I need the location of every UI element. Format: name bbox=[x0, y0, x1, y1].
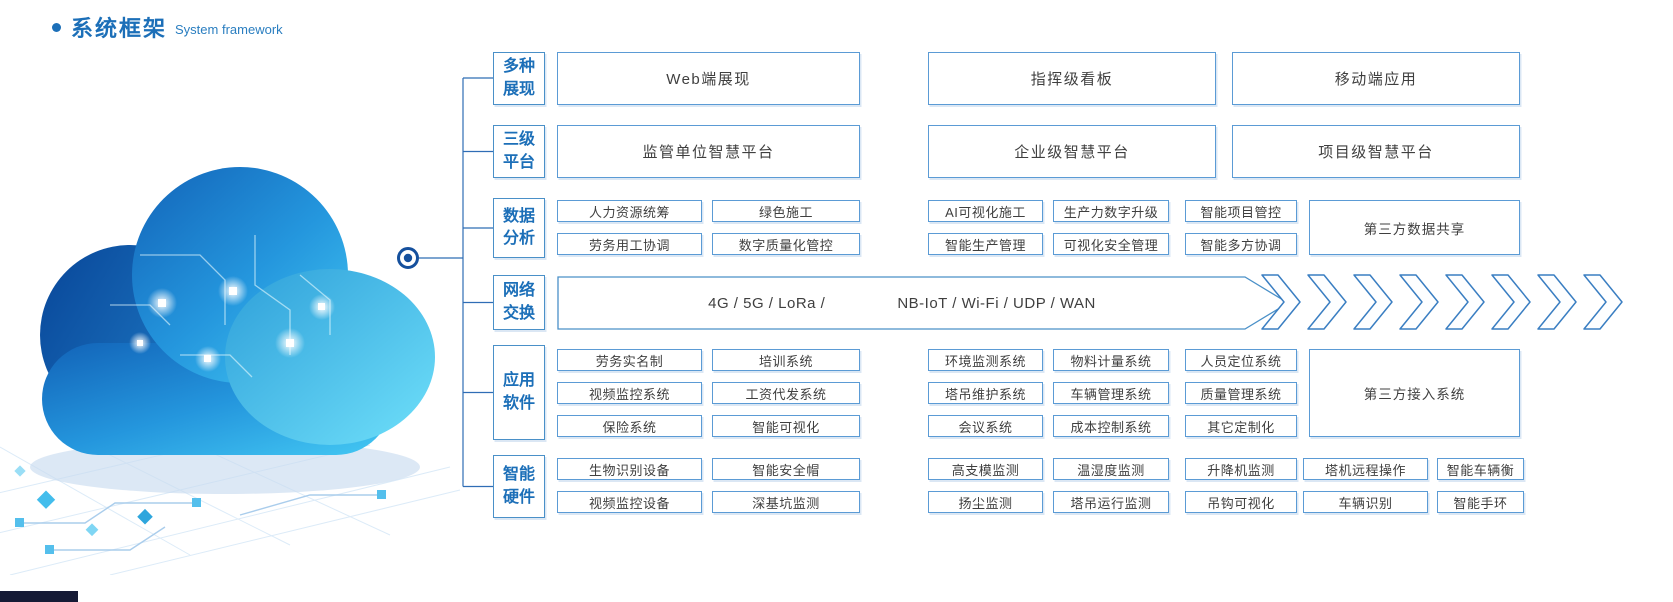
category-label: 软件 bbox=[502, 394, 535, 412]
third-party-data-box: 第三方数据共享 bbox=[1309, 200, 1520, 255]
analysis-box: 生产力数字升级 bbox=[1053, 200, 1169, 222]
network-bar-labels: 4G / 5G / LoRa / NB-IoT / Wi-Fi / UDP / … bbox=[557, 277, 1247, 329]
display-box-web: Web端展现 bbox=[557, 52, 860, 105]
third-party-access-box: 第三方接入系统 bbox=[1309, 349, 1520, 437]
cloud-circuits bbox=[110, 235, 331, 378]
category-label: 展现 bbox=[502, 80, 535, 98]
circuit-nodes bbox=[15, 490, 386, 554]
category-display: 多种 展现 bbox=[493, 52, 545, 105]
cloud-body bbox=[40, 167, 435, 455]
display-box-mobile: 移动端应用 bbox=[1232, 52, 1520, 105]
software-box: 劳务实名制 bbox=[557, 349, 702, 371]
category-software: 应用 软件 bbox=[493, 345, 545, 440]
category-label: 三级 bbox=[502, 131, 535, 149]
category-data-analysis: 数据 分析 bbox=[493, 198, 545, 258]
software-box: 其它定制化 bbox=[1185, 415, 1297, 437]
platform-box-enterprise: 企业级智慧平台 bbox=[928, 125, 1216, 178]
hardware-box: 高支模监测 bbox=[928, 458, 1043, 480]
category-label: 应用 bbox=[502, 372, 535, 390]
category-label: 平台 bbox=[502, 153, 535, 171]
software-box: 视频监控系统 bbox=[557, 382, 702, 404]
platform-box-regulator: 监管单位智慧平台 bbox=[557, 125, 860, 178]
cloud-illustration bbox=[0, 167, 461, 575]
software-box: 会议系统 bbox=[928, 415, 1043, 437]
category-label: 智能 bbox=[502, 466, 535, 484]
software-box: 成本控制系统 bbox=[1053, 415, 1169, 437]
software-box: 智能可视化 bbox=[712, 415, 860, 437]
display-box-dashboard: 指挥级看板 bbox=[928, 52, 1216, 105]
page-title-en: System framework bbox=[175, 21, 283, 37]
bullet-icon bbox=[52, 22, 61, 32]
analysis-box: 智能项目管控 bbox=[1185, 200, 1297, 222]
category-label: 多种 bbox=[502, 58, 535, 76]
hardware-box: 智能车辆衡 bbox=[1437, 458, 1524, 480]
page-title-zh: 系统框架 bbox=[71, 16, 168, 41]
page-title: 系统框架 System framework bbox=[52, 11, 283, 43]
software-box: 质量管理系统 bbox=[1185, 382, 1297, 404]
platform-box-project: 项目级智慧平台 bbox=[1232, 125, 1520, 178]
cloud-glow-nodes bbox=[129, 276, 335, 372]
hardware-box: 视频监控设备 bbox=[557, 491, 702, 513]
analysis-box: 绿色施工 bbox=[712, 200, 860, 222]
hub-node-icon bbox=[397, 247, 419, 269]
software-box: 车辆管理系统 bbox=[1053, 382, 1169, 404]
analysis-box: 人力资源统筹 bbox=[557, 200, 702, 222]
analysis-box: 智能多方协调 bbox=[1185, 233, 1297, 255]
category-hardware: 智能 硬件 bbox=[493, 455, 545, 518]
category-label: 数据 bbox=[502, 207, 535, 225]
cloud-shadow bbox=[30, 440, 420, 494]
software-box: 环境监测系统 bbox=[928, 349, 1043, 371]
analysis-box: 劳务用工协调 bbox=[557, 233, 702, 255]
platform-grid bbox=[0, 414, 461, 575]
hardware-box: 深基坑监测 bbox=[712, 491, 860, 513]
category-label: 硬件 bbox=[502, 488, 535, 506]
network-label-left: 4G / 5G / LoRa / bbox=[708, 294, 826, 312]
scatter-squares bbox=[14, 465, 153, 537]
software-box: 物料计量系统 bbox=[1053, 349, 1169, 371]
analysis-box: AI可视化施工 bbox=[928, 200, 1043, 222]
hardware-box: 塔吊运行监测 bbox=[1053, 491, 1169, 513]
chevron-arrows-icon bbox=[1261, 274, 1623, 330]
analysis-box: 数字质量化管控 bbox=[712, 233, 860, 255]
category-label: 分析 bbox=[502, 230, 535, 247]
analysis-box: 智能生产管理 bbox=[928, 233, 1043, 255]
analysis-box: 可视化安全管理 bbox=[1053, 233, 1169, 255]
software-box: 塔吊维护系统 bbox=[928, 382, 1043, 404]
hardware-box: 升降机监测 bbox=[1185, 458, 1297, 480]
category-label: 网络 bbox=[502, 282, 535, 300]
hardware-box: 吊钩可视化 bbox=[1185, 491, 1297, 513]
software-box: 人员定位系统 bbox=[1185, 349, 1297, 371]
software-box: 培训系统 bbox=[712, 349, 860, 371]
software-box: 保险系统 bbox=[557, 415, 702, 437]
category-network: 网络 交换 bbox=[493, 275, 545, 330]
category-platform: 三级 平台 bbox=[493, 125, 545, 178]
hardware-box: 塔机远程操作 bbox=[1303, 458, 1428, 480]
hardware-box: 车辆识别 bbox=[1303, 491, 1428, 513]
hardware-box: 温湿度监测 bbox=[1053, 458, 1169, 480]
hardware-box: 扬尘监测 bbox=[928, 491, 1043, 513]
hardware-box: 生物识别设备 bbox=[557, 458, 702, 480]
corner-strip bbox=[0, 591, 78, 602]
network-label-right: NB-IoT / Wi-Fi / UDP / WAN bbox=[897, 294, 1096, 312]
hardware-box: 智能手环 bbox=[1437, 491, 1524, 513]
hardware-box: 智能安全帽 bbox=[712, 458, 860, 480]
circuit-traces bbox=[20, 494, 380, 551]
category-label: 交换 bbox=[502, 304, 535, 322]
software-box: 工资代发系统 bbox=[712, 382, 860, 404]
